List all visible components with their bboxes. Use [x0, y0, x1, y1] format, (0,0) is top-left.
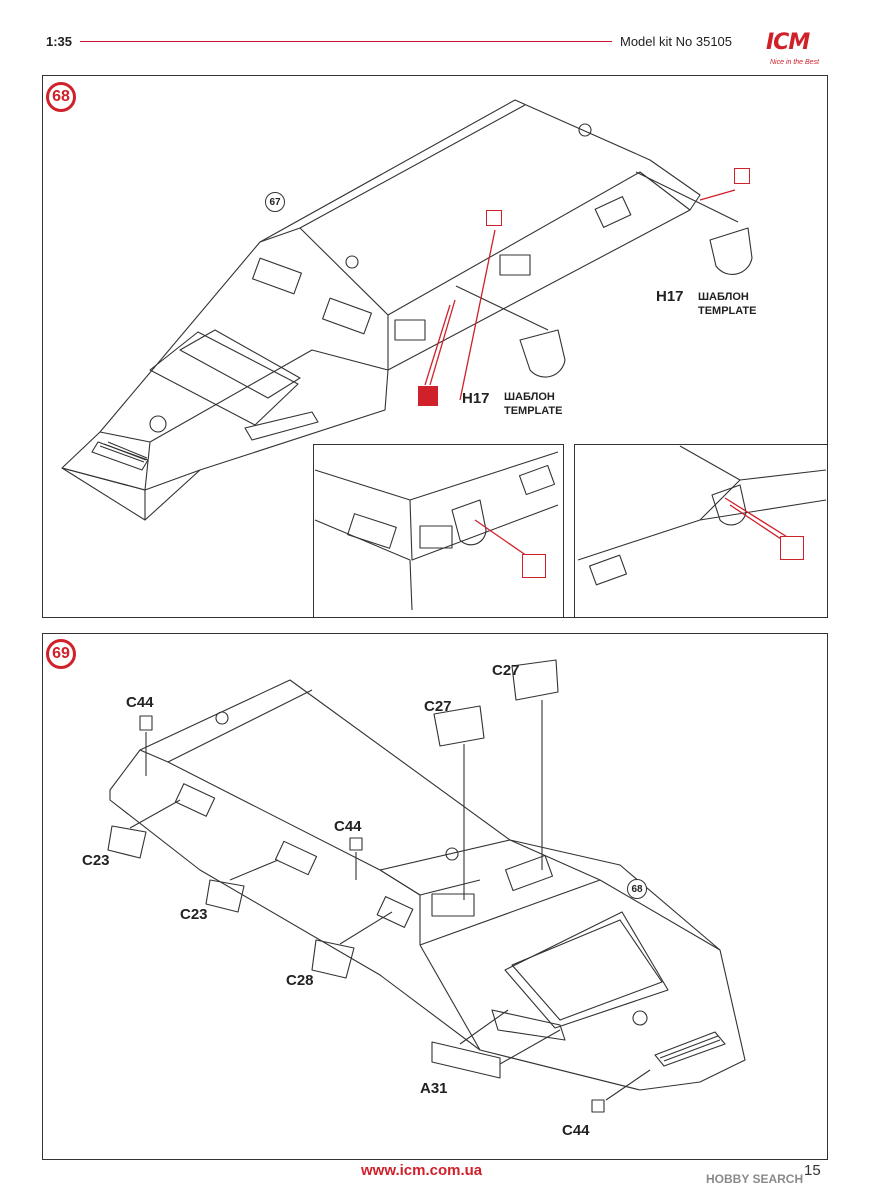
part-label-c23: C23 [180, 906, 208, 923]
step-69-badge: 69 [46, 639, 76, 669]
icm-logo: ICM [766, 30, 810, 55]
detail-inset-right [574, 444, 828, 618]
part-label-c44: C44 [334, 818, 362, 835]
logo-text: ICM [766, 30, 810, 55]
glue-icon [522, 554, 546, 578]
part-label-a31: A31 [420, 1080, 448, 1097]
footer-url[interactable]: www.icm.com.ua [361, 1162, 483, 1179]
part-c27-a [433, 705, 485, 747]
part-c44-a [139, 715, 153, 731]
part-label-c44: C44 [562, 1122, 590, 1139]
glue-icon [780, 536, 804, 560]
reference-step-67: 67 [265, 192, 285, 212]
no-glue-icon [734, 168, 750, 184]
kit-number: Model kit No 35105 [620, 34, 733, 49]
template-label-ru: ШАБЛОН [698, 291, 749, 303]
template-label-en: TEMPLATE [504, 405, 563, 417]
part-c44-b [349, 837, 363, 851]
part-label-c27: C27 [424, 698, 452, 715]
template-h17-a [519, 329, 566, 378]
part-label-c28: C28 [286, 972, 314, 989]
hull-68 [61, 99, 701, 521]
cement-icon [418, 386, 438, 406]
part-label-h17: H17 [462, 390, 490, 407]
template-label-ru: ШАБЛОН [504, 391, 555, 403]
part-c23-b [205, 879, 245, 913]
template-h17-b [709, 227, 753, 275]
part-label-c23: C23 [82, 852, 110, 869]
hull-69 [109, 679, 746, 1091]
step-68-badge: 68 [46, 82, 76, 112]
reference-step-68: 68 [627, 879, 647, 899]
part-c23-a [107, 825, 147, 859]
part-c28 [311, 939, 355, 979]
part-c27-b [511, 659, 559, 701]
no-glue-icon [486, 210, 502, 226]
part-c44-c [591, 1099, 605, 1113]
inset-right-drawing [577, 445, 827, 586]
inset-left-drawing [314, 451, 559, 611]
template-label-en: TEMPLATE [698, 305, 757, 317]
part-a31 [431, 1041, 501, 1079]
page-number: 15 [804, 1162, 821, 1179]
part-label-h17: H17 [656, 288, 684, 305]
scale-label: 1:35 [46, 34, 73, 49]
header-rule [80, 41, 612, 42]
detail-inset-left [313, 444, 564, 618]
logo-tagline: Nice in the Best [770, 59, 820, 66]
part-label-c27: C27 [492, 662, 520, 679]
part-label-c44: C44 [126, 694, 154, 711]
watermark-text: HOBBY SEARCH [706, 1172, 804, 1186]
